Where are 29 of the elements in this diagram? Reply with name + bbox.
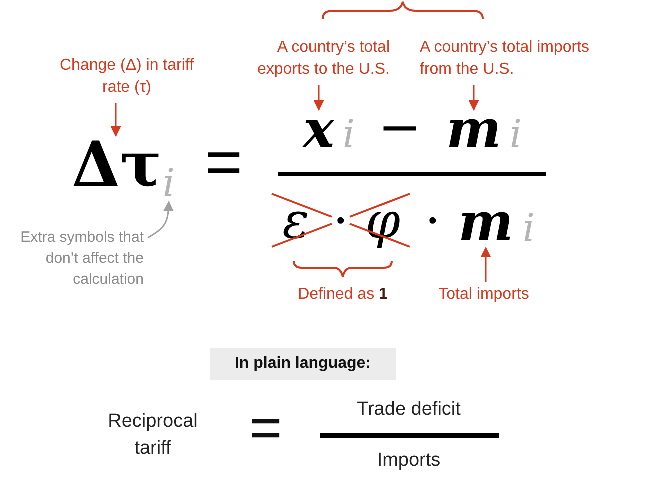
equals-sign: = [248,398,284,458]
math-symbol: x [298,108,340,152]
annotation-text: Extra symbols that don’t affect the calculation [14,227,144,290]
term-text: Trade deficit [356,398,462,422]
term-text: Imports [376,449,442,473]
arrow [480,246,492,282]
math-symbol: i [342,112,356,156]
math-symbol: i [522,206,536,250]
curved-arrow [148,200,174,239]
equals-sign: = [204,130,244,194]
annotation-text: Defined as 1 [297,285,389,305]
annotation-text: Change (Δ) in tariff rate (τ) [60,55,194,99]
term-text: Reciprocal tariff [107,410,199,461]
heading: In plain language: [210,348,396,380]
arrow [314,85,324,112]
math-symbol: m [452,200,520,246]
math-symbol: φ [364,196,402,246]
arrow [110,103,122,138]
math-symbol: Δτ [72,134,160,196]
annotation-text: A country’s total imports from the U.S. [420,37,596,81]
annotation-text: Total imports [416,284,552,306]
annotation-text: A country’s total exports to the U.S. [232,37,390,81]
math-symbol: · [424,196,442,246]
minus-sign: − [377,104,423,152]
math-symbol: i [508,112,524,156]
math-symbol: m [440,108,508,152]
arrow [468,85,480,112]
math-symbol: · [332,196,350,246]
math-symbol: i [158,164,180,202]
